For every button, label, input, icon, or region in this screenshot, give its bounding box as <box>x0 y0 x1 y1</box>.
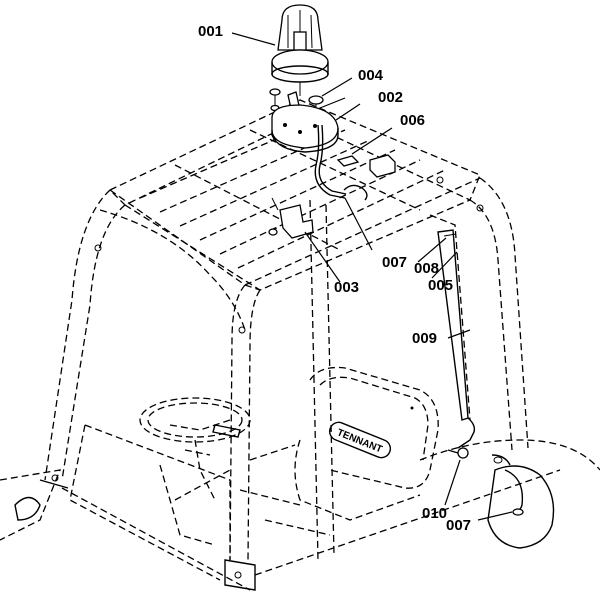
steering-wheel <box>139 397 251 501</box>
callout-003: 003 <box>334 279 359 296</box>
callout-005: 005 <box>428 277 453 294</box>
callout-004: 004 <box>358 67 384 84</box>
callout-007-bottom: 007 <box>446 517 471 534</box>
callouts: 001 004 002 006 007 008 005 003 009 010 … <box>198 23 471 534</box>
wire-harness <box>314 124 396 201</box>
callout-010: 010 <box>422 505 447 522</box>
machine-body <box>0 424 600 581</box>
leader-lines <box>231 32 513 521</box>
callout-002: 002 <box>378 89 403 106</box>
overhead-guard <box>39 99 561 591</box>
mounting-plate <box>271 104 339 153</box>
callout-008: 008 <box>414 260 439 277</box>
operator-seat: TENNANT <box>239 366 439 536</box>
callout-009: 009 <box>412 330 437 347</box>
callout-001: 001 <box>198 23 223 40</box>
grommet <box>447 447 469 459</box>
callout-006: 006 <box>400 112 425 129</box>
callout-007-top: 007 <box>382 254 407 271</box>
seat-logo: TENNANT <box>335 427 383 455</box>
conduit-cable <box>437 229 476 449</box>
beacon-light <box>271 4 329 96</box>
lower-housing <box>487 454 555 549</box>
mount-bracket <box>268 197 314 239</box>
